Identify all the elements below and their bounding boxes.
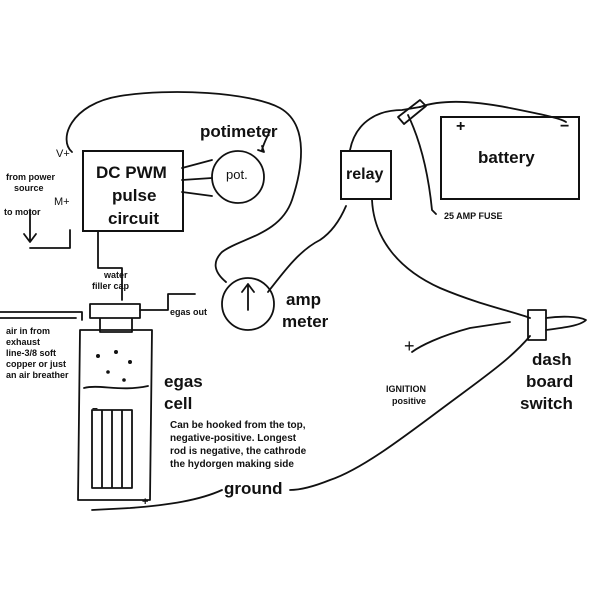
battery-label: battery bbox=[478, 148, 535, 167]
wire-fuse-to-battery-neg bbox=[407, 114, 437, 215]
egas-cell-electrodes bbox=[91, 409, 133, 489]
potimeter-label: potimeter bbox=[200, 122, 278, 141]
from-power-label-2: source bbox=[14, 183, 44, 193]
potentiometer-body bbox=[211, 150, 265, 204]
dash-switch-label-1: dash bbox=[532, 350, 572, 369]
amp-meter-label-1: amp bbox=[286, 290, 321, 309]
amp-meter-label-2: meter bbox=[282, 312, 329, 331]
dash-switch-label-2: board bbox=[526, 372, 574, 391]
ignition-label-2: positive bbox=[392, 396, 427, 406]
ignition-sign: + bbox=[404, 336, 415, 356]
battery-plus: + bbox=[456, 118, 466, 135]
wire-relay-to-switch bbox=[371, 199, 531, 319]
potentiometer-leads bbox=[181, 159, 213, 197]
egas-cell-cap bbox=[89, 303, 141, 333]
wire-pwm-to-relay-top bbox=[65, 91, 302, 283]
cell-minus: − bbox=[92, 404, 98, 415]
bubble bbox=[122, 378, 126, 382]
wire-egas-out bbox=[139, 293, 196, 311]
water-label-1: water bbox=[104, 270, 128, 280]
to-motor-label: to motor bbox=[4, 207, 41, 217]
amp-meter-body bbox=[221, 277, 275, 331]
note-line-2: negative-positive. Longest bbox=[170, 433, 297, 444]
fuse-label: 25 AMP FUSE bbox=[444, 211, 503, 221]
dc-pwm-label-1: DC PWM bbox=[96, 163, 167, 182]
air-label-4: copper or just bbox=[6, 359, 67, 369]
bubble bbox=[114, 350, 118, 354]
amp-meter-needle bbox=[241, 283, 255, 311]
dc-pwm-label-3: circuit bbox=[108, 209, 160, 228]
air-label-1: air in from bbox=[6, 326, 51, 336]
wire-ground-to-cell bbox=[91, 489, 223, 511]
bubble bbox=[96, 354, 100, 358]
battery-minus: − bbox=[560, 118, 570, 135]
air-label-3: line-3/8 soft bbox=[6, 348, 57, 358]
egas-cell-label-1: egas bbox=[164, 372, 203, 391]
egas-cell-outline bbox=[77, 329, 153, 501]
battery-box bbox=[440, 116, 580, 200]
egas-cell-water-line bbox=[83, 385, 149, 390]
wire-relay-to-fuse bbox=[349, 106, 421, 151]
air-label-2: exhaust bbox=[6, 337, 41, 347]
pot-label: pot. bbox=[226, 167, 248, 182]
dc-pwm-box bbox=[82, 150, 184, 232]
relay-label: relay bbox=[346, 166, 384, 183]
wire-ignition bbox=[411, 321, 511, 353]
bubble bbox=[128, 360, 132, 364]
wire-ammeter-to-relay bbox=[267, 205, 347, 293]
note-line-3: rod is negative, the cathrode bbox=[170, 446, 307, 457]
cell-plus: + bbox=[142, 496, 149, 508]
egas-cell-label-2: cell bbox=[164, 394, 193, 413]
air-label-5: an air breather bbox=[6, 370, 69, 380]
potimeter-pointer bbox=[257, 129, 271, 153]
mplus-label: M+ bbox=[54, 196, 70, 208]
note-line-1: Can be hooked from the top, bbox=[170, 420, 306, 431]
vplus-label: V+ bbox=[56, 148, 70, 160]
dash-switch-body bbox=[527, 309, 547, 341]
bubble bbox=[106, 370, 110, 374]
note-line-4: the hydorgen making side bbox=[170, 459, 294, 470]
egas-out-label: egas out bbox=[170, 307, 208, 317]
dash-switch-label-3: switch bbox=[520, 394, 573, 413]
water-label-2: filler cap bbox=[92, 281, 130, 291]
from-power-label-1: from power bbox=[6, 172, 56, 182]
dc-pwm-label-2: pulse bbox=[112, 186, 157, 205]
relay-box bbox=[340, 150, 392, 200]
ignition-label-1: IGNITION bbox=[386, 384, 426, 394]
ground-label: ground bbox=[224, 479, 283, 498]
wire-pwm-to-cell bbox=[29, 229, 123, 301]
to-motor-arrow bbox=[23, 209, 37, 243]
wire-air-in bbox=[0, 311, 83, 321]
fuse-body bbox=[397, 99, 427, 125]
wire-switch-to-ground bbox=[289, 335, 531, 491]
dash-switch-key bbox=[545, 315, 587, 331]
